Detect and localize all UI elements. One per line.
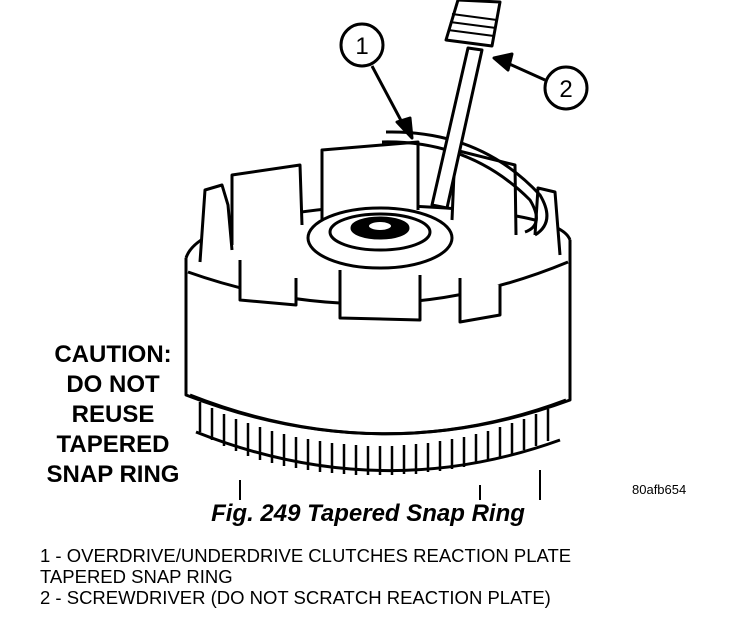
callout-2-circle: [543, 65, 589, 111]
caution-line: DO NOT: [66, 371, 160, 398]
legend-item-1-line-1: 1 - OVERDRIVE/UNDERDRIVE CLUTCHES REACTI…: [40, 545, 572, 566]
toothed-ring-bottom: [195, 430, 561, 473]
toothed-ring-top: [189, 393, 567, 436]
reaction-plate-illustration: 1 2: [184, 0, 589, 500]
figure-caption: Fig. 249 Tapered Snap Ring: [211, 500, 525, 527]
ring-teeth: [198, 402, 550, 475]
caution-line: CAUTION:: [54, 341, 172, 368]
caution-line: TAPERED: [56, 431, 170, 458]
legend-item-2: 2 - SCREWDRIVER (DO NOT SCRATCH REACTION…: [40, 587, 551, 608]
caution-note: CAUTION: DO NOT REUSE TAPERED SNAP RING: [38, 340, 188, 490]
arrow-icon: [395, 116, 414, 140]
callout-1-leader: [370, 65, 407, 129]
legend: 1 - OVERDRIVE/UNDERDRIVE CLUTCHES REACTI…: [40, 545, 730, 608]
tapered-snap-ring: [381, 140, 538, 234]
callout-2-leader: [504, 60, 546, 82]
callout-1-number: 1: [355, 33, 368, 60]
reaction-plate-lugs: [198, 140, 562, 324]
caution-line: SNAP RING: [46, 461, 180, 488]
screwdriver: [430, 0, 502, 210]
ring-leader-lines: [239, 470, 541, 500]
figure-code: 80afb654: [632, 482, 687, 497]
callout-1-circle: [339, 22, 385, 68]
caution-line: REUSE: [71, 401, 155, 428]
hub-middle: [328, 212, 432, 252]
legend-item-1-line-2: TAPERED SNAP RING: [40, 566, 233, 587]
callout-2-number: 2: [559, 76, 572, 103]
